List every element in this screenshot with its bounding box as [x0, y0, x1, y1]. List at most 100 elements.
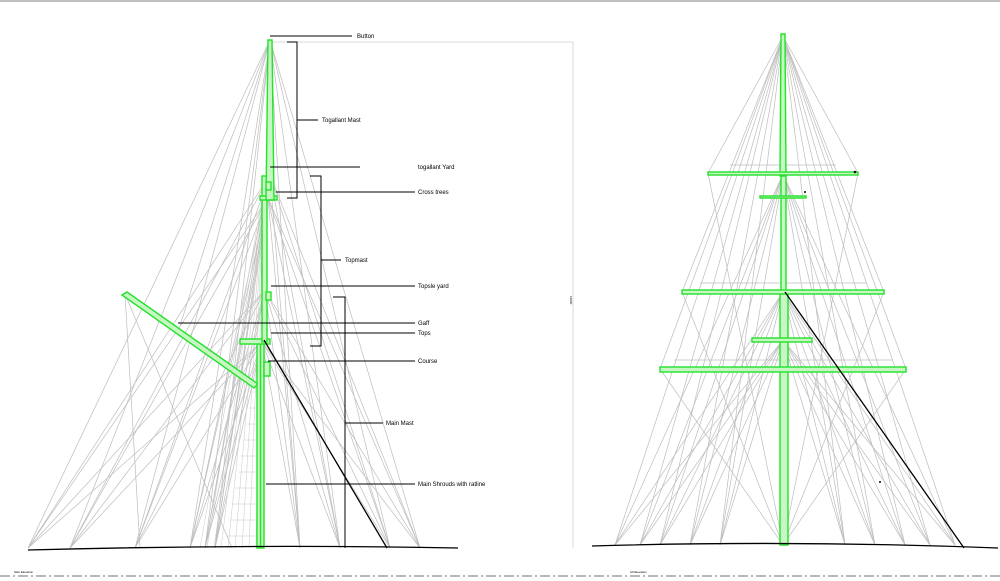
front-rigging-line [782, 291, 931, 546]
rigging-line [269, 39, 341, 549]
front-brace-line [782, 172, 859, 546]
topmast-spar [261, 175, 268, 343]
main-stay [263, 339, 388, 549]
label-leaders [178, 35, 415, 548]
front-rigging-line [782, 173, 906, 546]
front-brace-line [707, 35, 784, 174]
front-rigging-line [782, 339, 956, 546]
rigging-line [269, 39, 421, 549]
front-rigging-line [719, 339, 784, 546]
label-topgallant-mast: Togallant Mast [322, 118, 361, 124]
front-brace-line [782, 35, 885, 293]
front-topgallant-mast [779, 33, 787, 177]
rigging-line [134, 174, 271, 549]
label-cross-trees: Cross trees [418, 190, 449, 196]
aft-elevation [591, 33, 999, 549]
front-topgallant-yard [707, 171, 859, 176]
shroud-line [206, 203, 263, 549]
front-main-mast [779, 291, 789, 546]
course-yard-end [263, 361, 271, 377]
front-course-yard [659, 366, 907, 373]
rigging-line [189, 341, 263, 549]
front-rigging-line [782, 173, 931, 546]
rigging-line [264, 289, 301, 549]
front-rigging-line [659, 339, 784, 546]
rigging-line [267, 197, 341, 549]
front-yard-block [853, 170, 857, 174]
front-rigging-line [689, 339, 784, 546]
front-rigging-line [719, 173, 784, 546]
rigging-line [261, 341, 421, 549]
rigging-line [269, 39, 391, 549]
rigging-line [189, 39, 271, 549]
rigging-line [69, 289, 266, 549]
label-button: Button [357, 34, 374, 40]
rigging-line [69, 341, 263, 549]
label-gaff: Gaff [418, 321, 430, 327]
front-rigging-line [782, 339, 931, 546]
rigging-line [214, 289, 266, 549]
front-rigging-line [689, 173, 784, 546]
label-topsle-yard: Topsle yard [418, 284, 449, 290]
rigging-line [134, 197, 269, 549]
shroud-line [213, 207, 263, 549]
front-rigging-line [782, 291, 906, 546]
rigging-line [204, 39, 271, 549]
gaff-vang-line [124, 293, 141, 549]
front-rigging-line [782, 173, 956, 546]
gaff-vang-line [124, 293, 233, 549]
rigging-line [27, 197, 269, 549]
shroud-line [248, 227, 263, 549]
rigging-line [69, 39, 271, 549]
front-brace-line [681, 35, 784, 293]
rigging-line [27, 341, 263, 549]
front-rigging-line [782, 339, 846, 546]
front-brace-line [782, 35, 859, 174]
front-rigging-line [639, 291, 784, 546]
rigging-line [269, 39, 301, 549]
front-brace-line [659, 368, 784, 546]
front-brace-line [681, 291, 784, 546]
front-rigging-line [782, 339, 876, 546]
front-stay [784, 291, 965, 549]
front-rigging-line [614, 291, 784, 546]
front-rigging-line [782, 339, 906, 546]
side-elevation: 18000 [27, 34, 574, 551]
label-main-shrouds: Main Shrouds with ratline [418, 482, 486, 488]
topgallant-mast-spar [265, 39, 275, 201]
label-topmast: Topmast [345, 258, 368, 264]
front-rigging-line [689, 291, 784, 546]
label-tops: Tops [418, 331, 431, 337]
rigging-line [214, 39, 271, 549]
topgallant-yard-end [265, 181, 272, 191]
front-cross-trees [759, 195, 807, 199]
front-rigging-line [614, 173, 784, 546]
front-rigging-line [782, 173, 846, 546]
tops-platform [239, 338, 271, 345]
height-dimension-line [272, 41, 574, 548]
rigging-line [267, 197, 391, 549]
label-topgallant-yard: togallant Yard [418, 165, 454, 171]
rigging-line [27, 289, 266, 549]
front-brace-line [782, 368, 907, 546]
side-view-title: Side Elevation [14, 570, 34, 574]
topsle-yard-end [265, 291, 272, 301]
front-rigging-line [659, 291, 784, 546]
height-dimension-text: 18000 [569, 296, 573, 305]
front-rigging-line [782, 291, 876, 546]
front-topmast [780, 169, 787, 295]
title-strip: Side Elevation Aft Elevation [0, 570, 1000, 577]
rigging-line [134, 289, 266, 549]
rigging-line [27, 174, 271, 549]
front-view-title: Aft Elevation [630, 570, 647, 574]
front-rigging-line [639, 173, 784, 546]
front-ground-line [591, 542, 999, 549]
rigging-line [69, 197, 269, 549]
front-block [804, 191, 806, 193]
front-brace-line [707, 172, 784, 546]
front-brace-line [659, 35, 784, 370]
front-topsle-yard [681, 289, 885, 295]
front-rigging-line [719, 291, 784, 546]
front-rigging-line [782, 291, 846, 546]
